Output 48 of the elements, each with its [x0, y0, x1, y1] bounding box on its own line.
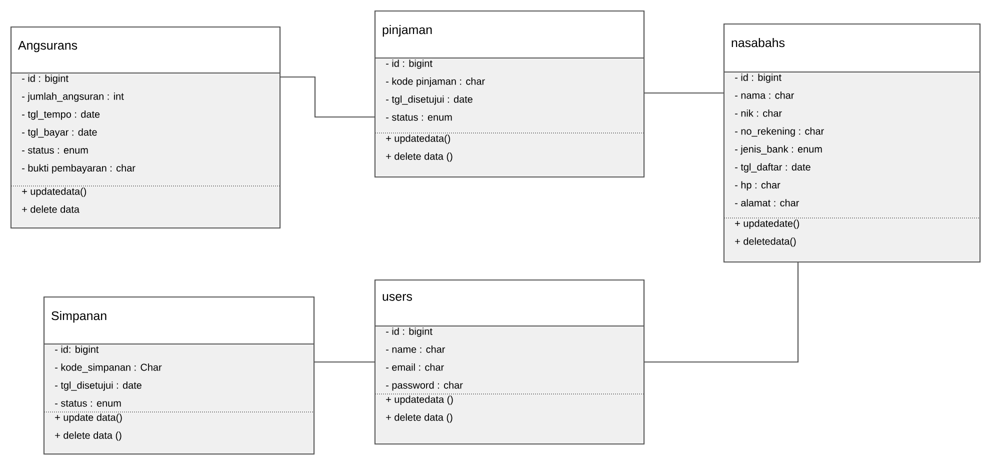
node-label: - status : enum — [22, 147, 88, 154]
node-label: + delete data () — [386, 152, 452, 162]
connector-line — [314, 361, 375, 363]
method-list: + updatedate() + deletedata() — [724, 218, 980, 262]
node-label: - jenis_bank : enum — [735, 145, 822, 155]
node-label: + delete data () — [386, 414, 452, 423]
node-label: - email : char — [386, 363, 444, 371]
node-label: + deletedata() — [735, 238, 796, 247]
node-label: - jumlah_angsuran : int — [22, 92, 124, 102]
node-label: - nik : char — [735, 109, 782, 117]
node-label: - status : enum — [386, 114, 452, 121]
node-label: + delete data — [22, 206, 80, 213]
node-label: - tgl_tempo : date — [22, 110, 100, 120]
node-label: + update data() — [55, 414, 122, 423]
node-label: - tgl_disetujui : date — [55, 381, 142, 391]
attribute-list: - id: bigint - kode_simpanan : Char - tgl_disetujui : date - status : enum — [44, 344, 314, 412]
attribute-list: - id : bigint - kode pinjaman : char - tgl_disetujui : date - status : enum — [376, 58, 644, 132]
node-label: + updatedata() — [386, 134, 450, 144]
node-label: - id : bigint — [386, 60, 432, 69]
connector-line — [644, 92, 724, 94]
connector-line — [644, 262, 799, 363]
node-label: - no_rekening : char — [735, 127, 824, 137]
node-label: - name : char — [386, 346, 446, 353]
node-label: - id : bigint — [22, 74, 68, 84]
node-label: - tgl_daftar : date — [735, 163, 810, 173]
node-label: - bukti pembayaran : char — [22, 164, 136, 174]
method-list: + update data() + delete data () — [44, 412, 314, 454]
node-label: - id : bigint — [735, 74, 782, 83]
method-list: + updatedata () + delete data () — [376, 394, 644, 444]
node-label: - id : bigint — [386, 328, 432, 337]
method-list: + updatedata() + delete data — [12, 186, 280, 228]
node-label: - password : char — [386, 381, 463, 391]
node-label: - kode pinjaman : char — [386, 78, 485, 87]
node-label: - tgl_bayar : date — [22, 128, 97, 138]
node-label: + updatedata() — [22, 188, 86, 197]
node-label: - hp : char — [735, 181, 780, 190]
node-label: + updatedata () — [386, 396, 453, 405]
node-label: - status : enum — [55, 400, 121, 407]
node-label: - alamat : char — [735, 199, 800, 206]
method-list: + updatedata() + delete data () — [376, 134, 644, 176]
node-label: - id: bigint — [55, 346, 99, 355]
node-label: - kode_simpanan : Char — [55, 364, 162, 373]
connector-line — [280, 76, 375, 118]
node-label: - nama : char — [735, 92, 794, 99]
node-label: + delete data () — [55, 432, 122, 441]
attribute-list: - id : bigint - name : char - email : char - password : char — [376, 326, 644, 394]
node-label: + updatedate() — [735, 220, 800, 229]
node-label: - tgl_disetujui : date — [386, 95, 472, 105]
